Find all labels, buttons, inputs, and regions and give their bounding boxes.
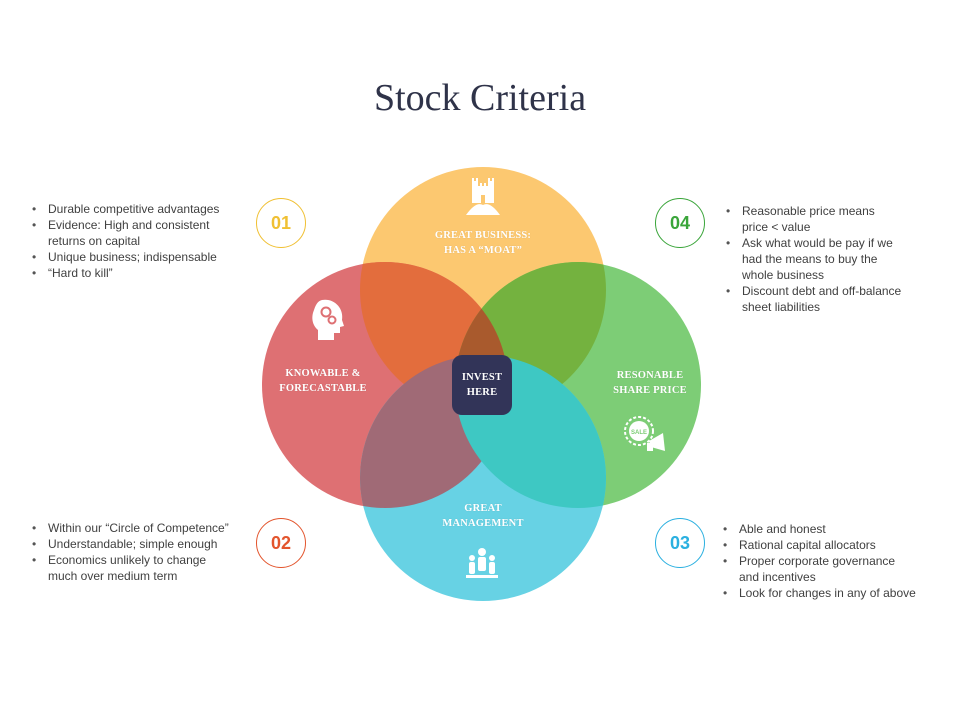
label-line: GREAT BUSINESS: bbox=[434, 230, 532, 241]
list-02: Within our “Circle of Competence” Unders… bbox=[28, 520, 258, 584]
list-item: Rational capital allocators bbox=[719, 537, 949, 553]
center-square bbox=[452, 355, 512, 415]
label-line: RESONABLE bbox=[616, 370, 684, 381]
list-item: Durable competitive advantages bbox=[28, 201, 248, 217]
label-line: HERE bbox=[466, 387, 498, 398]
page-title: Stock Criteria bbox=[373, 77, 587, 119]
label-line: MANAGEMENT bbox=[442, 518, 524, 529]
list-item: returns on capital bbox=[48, 234, 141, 248]
list-item: Proper corporate governance bbox=[719, 553, 949, 569]
head-gears-icon bbox=[312, 299, 344, 340]
list-item: and incentives bbox=[739, 570, 816, 584]
list-item: price < value bbox=[742, 220, 811, 234]
castle-icon bbox=[466, 178, 500, 215]
list-01: Durable competitive advantages Evidence:… bbox=[28, 201, 248, 281]
list-item: had the means to buy the bbox=[742, 252, 878, 266]
label-line: SHARE PRICE bbox=[613, 385, 687, 396]
list-item: Unique business; indispensable bbox=[28, 249, 248, 265]
label-knowable: KNOWABLE & FORECASTABLE bbox=[263, 366, 383, 396]
svg-text:SALE: SALE bbox=[631, 430, 647, 436]
badge-01: 01 bbox=[256, 198, 306, 248]
badge-04: 04 bbox=[655, 198, 705, 248]
label-line: KNOWABLE & bbox=[285, 368, 361, 379]
label-great-business: GREAT BUSINESS: HAS A “MOAT” bbox=[413, 228, 553, 258]
label-reasonable-price: RESONABLE SHARE PRICE bbox=[595, 368, 705, 398]
list-item: Within our “Circle of Competence” bbox=[28, 520, 258, 536]
list-item: much over medium term bbox=[48, 569, 178, 583]
label-line: INVEST bbox=[461, 372, 503, 383]
badge-02: 02 bbox=[256, 518, 306, 568]
list-item: whole business bbox=[742, 268, 825, 282]
list-item: Able and honest bbox=[719, 521, 949, 537]
label-great-management: GREAT MANAGEMENT bbox=[413, 501, 553, 531]
badge-03: 03 bbox=[655, 518, 705, 568]
list-04: Reasonable price means price < value Ask… bbox=[722, 203, 947, 315]
list-item: Reasonable price means bbox=[722, 203, 947, 219]
label-line: FORECASTABLE bbox=[279, 383, 367, 394]
list-03: Able and honest Rational capital allocat… bbox=[719, 521, 949, 601]
list-item: Understandable; simple enough bbox=[28, 536, 258, 552]
list-item: Ask what would be pay if we bbox=[722, 235, 947, 251]
list-item: “Hard to kill” bbox=[28, 265, 248, 281]
list-item: sheet liabilities bbox=[742, 300, 821, 314]
list-item: Evidence: High and consistent bbox=[28, 217, 248, 233]
list-item: Economics unlikely to change bbox=[28, 552, 258, 568]
label-line: HAS A “MOAT” bbox=[443, 245, 523, 256]
sale-megaphone-icon: SALE bbox=[624, 416, 665, 451]
people-icon bbox=[466, 548, 498, 578]
label-invest-here: INVEST HERE bbox=[452, 370, 512, 400]
list-item: Look for changes in any of above bbox=[719, 585, 949, 601]
list-item: Discount debt and off-balance bbox=[722, 283, 947, 299]
label-line: GREAT bbox=[464, 503, 502, 514]
